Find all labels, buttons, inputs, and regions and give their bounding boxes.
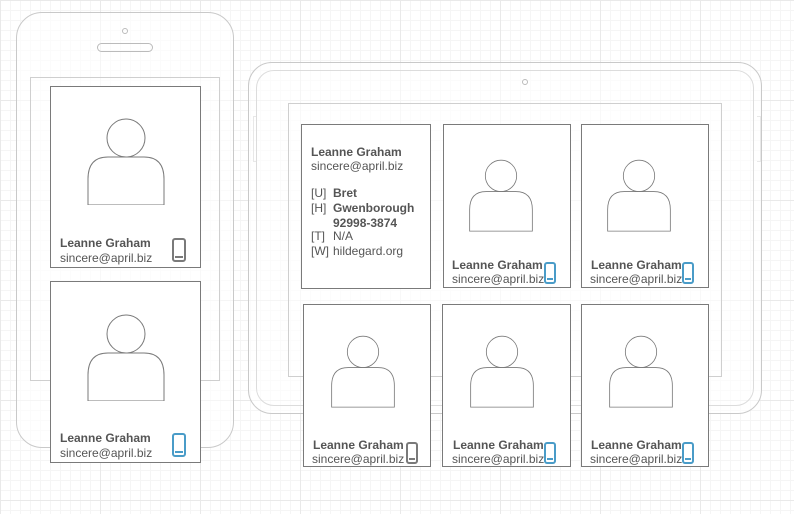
contact-email: sincere@april.biz [590,452,683,466]
detail-website-row: [W]hildegard.org [311,244,404,258]
contact-name: Leanne Graham [591,258,682,272]
contact-name: Leanne Graham [60,236,151,250]
contact-name: Leanne Graham [452,258,543,272]
avatar-placeholder-icon [87,118,165,205]
contact-card-phone-1[interactable]: Leanne Graham sincere@april.biz [50,86,201,268]
avatar-placeholder-icon [469,159,533,232]
avatar-placeholder-icon [607,159,671,232]
contact-email: sincere@april.biz [590,272,683,286]
tablet-camera-icon [522,79,528,85]
contact-email: sincere@april.biz [452,272,545,286]
contact-name: Leanne Graham [453,438,544,452]
contact-card-tablet-4[interactable]: Leanne Graham sincere@april.biz [442,304,571,467]
phone-speaker-icon [97,43,153,52]
avatar-placeholder-icon [609,335,673,408]
contact-name: Leanne Graham [591,438,682,452]
detail-address-row: [H]Gwenborough [311,201,415,215]
contact-card-tablet-2[interactable]: Leanne Graham sincere@april.biz [581,124,709,288]
phone-camera-icon [122,28,128,34]
detail-zipcode-row: 92998-3874 [333,216,398,230]
contact-email: sincere@april.biz [452,452,545,466]
avatar-placeholder-icon [87,314,165,401]
phone-icon[interactable] [544,442,556,464]
contact-email: sincere@april.biz [312,452,405,466]
phone-icon[interactable] [172,238,186,262]
contact-card-tablet-5[interactable]: Leanne Graham sincere@april.biz [581,304,709,467]
contact-card-tablet-1[interactable]: Leanne Graham sincere@april.biz [443,124,571,288]
avatar-placeholder-icon [331,335,395,408]
phone-icon[interactable] [682,262,694,284]
contact-card-phone-2[interactable]: Leanne Graham sincere@april.biz [50,281,201,463]
phone-icon[interactable] [172,433,186,457]
phone-icon[interactable] [406,442,418,464]
contact-email: sincere@april.biz [311,159,404,173]
contact-name: Leanne Graham [311,145,402,159]
contact-name: Leanne Graham [60,431,151,445]
contact-email: sincere@april.biz [60,446,153,460]
contact-email: sincere@april.biz [60,251,153,265]
phone-icon[interactable] [682,442,694,464]
contact-detail-card[interactable]: Leanne Graham sincere@april.biz [U]Bret … [301,124,431,289]
detail-telephone-row: [T]N/A [311,229,354,243]
avatar-placeholder-icon [470,335,534,408]
contact-card-tablet-3[interactable]: Leanne Graham sincere@april.biz [303,304,431,467]
contact-name: Leanne Graham [313,438,404,452]
detail-username-row: [U]Bret [311,186,358,200]
phone-icon[interactable] [544,262,556,284]
